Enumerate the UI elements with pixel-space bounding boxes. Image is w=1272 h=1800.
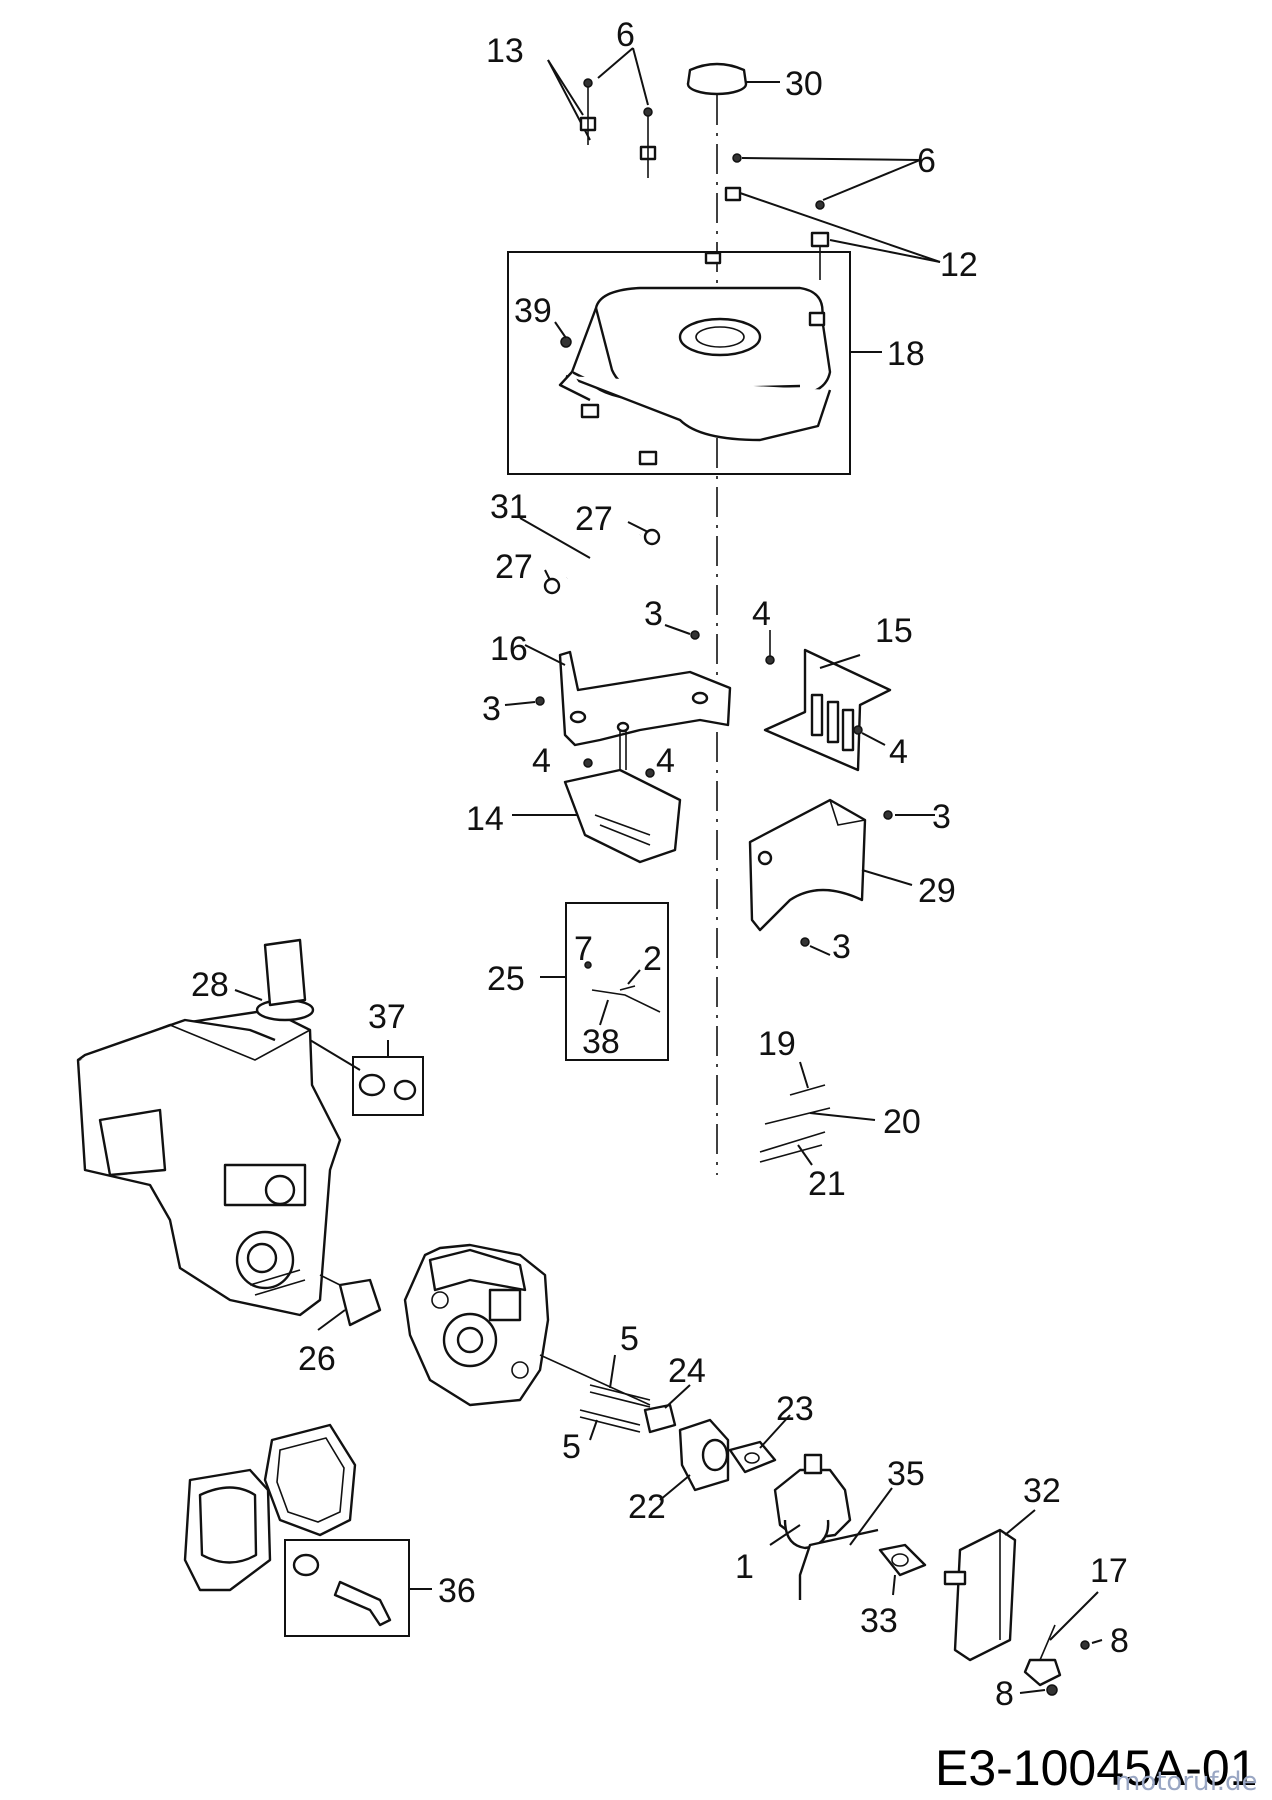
callout: 2 — [643, 940, 662, 978]
callout: 36 — [438, 1572, 476, 1610]
bracket-15 — [763, 630, 892, 772]
callout: 37 — [368, 998, 406, 1036]
callout: 18 — [887, 335, 925, 373]
callout: 8 — [1110, 1622, 1129, 1660]
callout: 32 — [1023, 1472, 1061, 1510]
linkage-box — [540, 902, 669, 1061]
callout: 7 — [574, 930, 593, 968]
callout: 8 — [995, 1675, 1014, 1713]
carburetor — [769, 1453, 852, 1550]
callout: 16 — [490, 630, 528, 668]
fastener-group-top-right — [724, 153, 941, 280]
grommet-box — [309, 1039, 424, 1116]
callout: 14 — [466, 800, 504, 838]
fuel-cap — [686, 62, 780, 96]
callout: 39 — [514, 292, 552, 330]
bracket-16 — [504, 624, 732, 747]
muffler-and-gasket — [183, 1423, 357, 1592]
callout: 3 — [482, 690, 501, 728]
studs — [579, 1354, 651, 1441]
callout: 3 — [932, 798, 951, 836]
callout: 20 — [883, 1103, 921, 1141]
callout: 21 — [808, 1165, 846, 1203]
callout: 4 — [532, 742, 551, 780]
cover-32 — [943, 1509, 1036, 1662]
fastener-group-top-left — [547, 47, 657, 178]
engine-block — [403, 1243, 651, 1407]
shaft-parts — [759, 1061, 876, 1166]
callout: 35 — [887, 1455, 925, 1493]
callout: 27 — [495, 548, 533, 586]
callout: 17 — [1090, 1552, 1128, 1590]
callout: 25 — [487, 960, 525, 998]
callout: 4 — [752, 595, 771, 633]
bracket-29 — [748, 798, 935, 956]
callout: 30 — [785, 65, 823, 103]
engine-shroud — [76, 1008, 342, 1317]
callout: 1 — [735, 1548, 754, 1586]
callout: 6 — [917, 142, 936, 180]
fitting-26 — [317, 1274, 382, 1331]
callout: 12 — [940, 246, 978, 284]
callout: 3 — [644, 595, 663, 633]
intake-parts — [643, 1384, 791, 1501]
watermark: motoruf.de — [1115, 1767, 1258, 1797]
hose-box-36 — [284, 1539, 432, 1637]
fuel-line-35 — [798, 1487, 893, 1600]
callout: 5 — [620, 1320, 639, 1358]
gasket-33 — [878, 1543, 927, 1596]
callout: 22 — [628, 1488, 666, 1526]
callout: 3 — [832, 928, 851, 966]
callout: 4 — [656, 742, 675, 780]
callout: 24 — [668, 1352, 706, 1390]
callout: 23 — [776, 1390, 814, 1428]
callout: 4 — [889, 733, 908, 771]
knob-28 — [234, 938, 315, 1022]
callout: 6 — [616, 16, 635, 54]
callout: 38 — [582, 1023, 620, 1061]
callout: 15 — [875, 612, 913, 650]
callout: 31 — [490, 488, 528, 526]
callout: 13 — [486, 32, 524, 70]
callout-labels: 13 6 30 6 12 39 18 31 27 27 3 4 15 16 3 … — [191, 16, 1129, 1713]
drawing-code: E3-10045A-01 — [935, 1740, 1257, 1796]
part-17-nuts-8 — [1019, 1591, 1103, 1696]
fuel-hose — [519, 517, 661, 595]
callout: 33 — [860, 1602, 898, 1640]
callout: 19 — [758, 1025, 796, 1063]
callout: 27 — [575, 500, 613, 538]
callout: 29 — [918, 872, 956, 910]
callout: 28 — [191, 966, 229, 1004]
plate-14 — [512, 721, 682, 864]
callout: 5 — [562, 1428, 581, 1466]
callout: 26 — [298, 1340, 336, 1378]
fuel-tank-assembly — [507, 251, 882, 475]
